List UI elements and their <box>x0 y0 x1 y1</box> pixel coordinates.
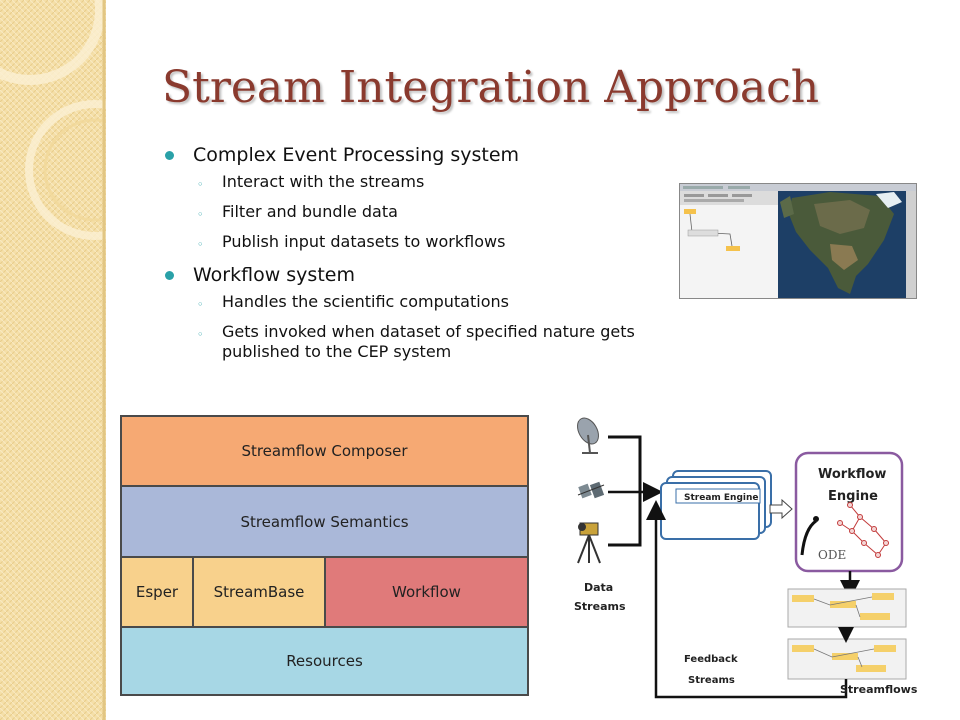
layer-label: Esper <box>135 583 179 601</box>
data-streams-label-line1: Data <box>584 581 613 594</box>
sub-bullet: ◦ Publish input datasets to workflows <box>193 232 702 252</box>
sub-bullet: ◦ Handles the scientific computations <box>193 292 702 312</box>
workflow-engine-label-line2: Engine <box>828 489 878 504</box>
bullet-cep: Complex Event Processing system ◦ Interac… <box>162 142 702 252</box>
workflow-layer: Workflow <box>324 556 529 628</box>
streambase-layer: StreamBase <box>192 556 326 628</box>
workflow-graph-icon <box>837 502 889 558</box>
satellite-dish-icon <box>577 417 599 454</box>
bullet-dot-icon <box>165 151 174 160</box>
ode-logo-text: ODE <box>818 548 846 562</box>
streamflow-composer-layer: Streamflow Composer <box>120 415 529 487</box>
sub-bullet-text: Gets invoked when dataset of specified n… <box>222 322 635 361</box>
sub-bullet: ◦ Filter and bundle data <box>193 202 702 222</box>
workflow-engine-label-line1: Workflow <box>818 467 886 482</box>
sub-bullet-text: Publish input datasets to workflows <box>222 232 506 251</box>
layer-label: Workflow <box>392 583 461 601</box>
ode-logo-icon: ODE <box>800 516 846 562</box>
sub-bullet: ◦ Interact with the streams <box>193 172 702 192</box>
layer-label: Resources <box>286 652 363 670</box>
feedback-streams-label-line1: Feedback <box>684 654 738 665</box>
esper-layer: Esper <box>120 556 194 628</box>
sensor-array-icon <box>577 481 605 499</box>
resources-layer: Resources <box>120 626 529 696</box>
bullet-list: Complex Event Processing system ◦ Interac… <box>162 138 702 372</box>
decorative-sidebar <box>0 0 106 720</box>
stream-engine-label: Stream Engine <box>684 493 759 503</box>
bullet-cep-text: Complex Event Processing system <box>193 144 520 166</box>
ring-bullet-icon: ◦ <box>197 208 204 221</box>
streamflow-thumbnail-1 <box>787 588 907 628</box>
sub-bullet-text: Filter and bundle data <box>222 202 398 221</box>
streamflow-thumbnail-2 <box>787 638 907 680</box>
bullet-workflow: Workflow system ◦ Handles the scientific … <box>162 262 702 362</box>
bullet-dot-icon <box>165 271 174 280</box>
streamflow-semantics-layer: Streamflow Semantics <box>120 485 529 558</box>
streamflows-label: Streamflows <box>840 683 918 696</box>
sub-bullet-text: Handles the scientific computations <box>222 292 509 311</box>
slide-title: Stream Integration Approach <box>162 62 820 113</box>
layer-label: StreamBase <box>213 583 305 601</box>
sub-bullet-text: Interact with the streams <box>222 172 425 191</box>
feedback-streams-label-line2: Streams <box>688 675 735 686</box>
layer-label: Streamflow Composer <box>241 442 408 460</box>
ring-bullet-icon: ◦ <box>197 328 204 341</box>
data-streams-label-line2: Streams <box>574 600 626 613</box>
ring-bullet-icon: ◦ <box>197 298 204 311</box>
sub-bullet: ◦ Gets invoked when dataset of specified … <box>193 322 677 362</box>
surveying-instrument-icon <box>577 522 601 564</box>
streamflow-architecture-diagram: Data Streams Stream Engine Workflow Engi… <box>574 417 918 699</box>
layer-label: Streamflow Semantics <box>240 512 409 531</box>
bullet-workflow-text: Workflow system <box>193 264 355 286</box>
ring-bullet-icon: ◦ <box>197 238 204 251</box>
map-screenshot-image <box>679 183 917 299</box>
ring-bullet-icon: ◦ <box>197 178 204 191</box>
